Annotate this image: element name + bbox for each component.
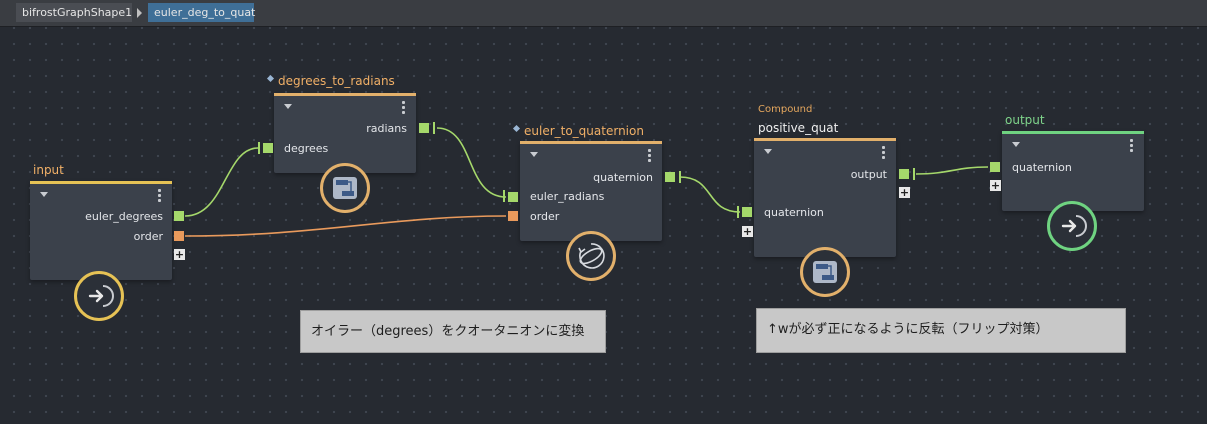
input-port-bar (737, 206, 739, 218)
menu-dots-icon[interactable] (402, 101, 405, 116)
add-input-port-button[interactable]: + (742, 225, 753, 238)
input-port-quaternion[interactable] (990, 162, 1000, 172)
menu-dots-icon[interactable] (1130, 139, 1133, 154)
positive-quat-node[interactable]: output quaternion (754, 138, 896, 257)
compound-subtitle: Compound (758, 104, 813, 115)
output-port-euler-degrees[interactable] (174, 211, 184, 221)
port-label-order: order (133, 230, 163, 243)
input-port-quaternion[interactable] (742, 207, 752, 217)
input-node-title: input (33, 163, 64, 177)
wire-radians-to-euler-radians (436, 127, 507, 198)
positive-quat-title: positive_quat (758, 121, 839, 135)
output-port-bar (913, 168, 915, 180)
output-port-quaternion[interactable] (665, 172, 675, 182)
comment-note-conversion[interactable]: オイラー（degrees）をクオータニオンに変換 (300, 310, 606, 353)
node-header-bar (274, 93, 416, 96)
degrees-to-radians-node[interactable]: radians degrees (274, 93, 416, 173)
node-header-bar (520, 141, 662, 144)
collapse-icon[interactable] (764, 149, 772, 154)
breadcrumb-item-compound[interactable]: euler_deg_to_quat (148, 3, 255, 22)
compound-icon (800, 247, 850, 297)
input-port-bar (258, 142, 260, 154)
output-port-output[interactable] (899, 169, 909, 179)
degrees-to-radians-title: degrees_to_radians (278, 74, 395, 88)
input-port-euler-radians[interactable] (508, 192, 518, 202)
add-output-port-button[interactable]: + (899, 186, 910, 199)
menu-dots-icon[interactable] (158, 189, 161, 204)
port-label-output: output (850, 168, 887, 181)
input-port-bar (503, 190, 505, 202)
collapse-icon[interactable] (40, 192, 48, 197)
menu-dots-icon[interactable] (882, 146, 885, 161)
breadcrumb: bifrostGraphShape1 euler_deg_to_quat (0, 0, 1207, 27)
port-label-euler-degrees: euler_degrees (85, 210, 163, 223)
euler-to-quaternion-title: euler_to_quaternion (524, 124, 644, 138)
collapse-icon[interactable] (1012, 142, 1020, 147)
breadcrumb-item-graph-shape[interactable]: bifrostGraphShape1 (16, 3, 132, 22)
port-label-degrees: degrees (284, 142, 329, 155)
output-node-title: output (1005, 113, 1045, 127)
output-port-bar (433, 122, 435, 134)
input-node[interactable]: euler_degrees order (30, 181, 172, 280)
wire-euler-degrees-to-degrees (184, 147, 259, 217)
add-port-button[interactable]: + (990, 179, 1001, 192)
wire-order-to-order (184, 215, 507, 237)
arrow-right-icon (74, 271, 124, 321)
output-port-radians[interactable] (419, 123, 429, 133)
add-port-button[interactable]: + (174, 248, 185, 261)
rotate-icon (566, 231, 616, 281)
arrow-right-icon (1047, 201, 1097, 251)
comment-note-flip[interactable]: ↑wが必ず正になるように反転（フリップ対策） (756, 308, 1126, 353)
port-label-quaternion: quaternion (764, 206, 824, 219)
port-label-radians: radians (366, 122, 407, 135)
collapse-icon[interactable] (284, 104, 292, 109)
port-label-euler-radians: euler_radians (530, 190, 605, 203)
collapse-icon[interactable] (530, 152, 538, 157)
wire-positive-quat-to-output (915, 166, 989, 175)
port-label-order: order (530, 210, 560, 223)
port-label-quaternion: quaternion (593, 171, 653, 184)
output-port-bar (679, 171, 681, 183)
euler-to-quaternion-node[interactable]: quaternion euler_radians order (520, 141, 662, 241)
output-port-order[interactable] (174, 231, 184, 241)
node-header-bar (754, 138, 896, 141)
output-node[interactable]: quaternion (1002, 131, 1144, 211)
compound-icon (320, 163, 370, 213)
menu-dots-icon[interactable] (648, 149, 651, 164)
breadcrumb-separator-icon (137, 8, 142, 18)
node-header-bar (30, 181, 172, 184)
node-header-bar (1002, 131, 1144, 134)
input-port-degrees[interactable] (263, 143, 273, 153)
input-port-order[interactable] (508, 211, 518, 221)
port-label-quaternion: quaternion (1012, 161, 1072, 174)
wire-quaternion-to-positive-quat (679, 176, 741, 213)
